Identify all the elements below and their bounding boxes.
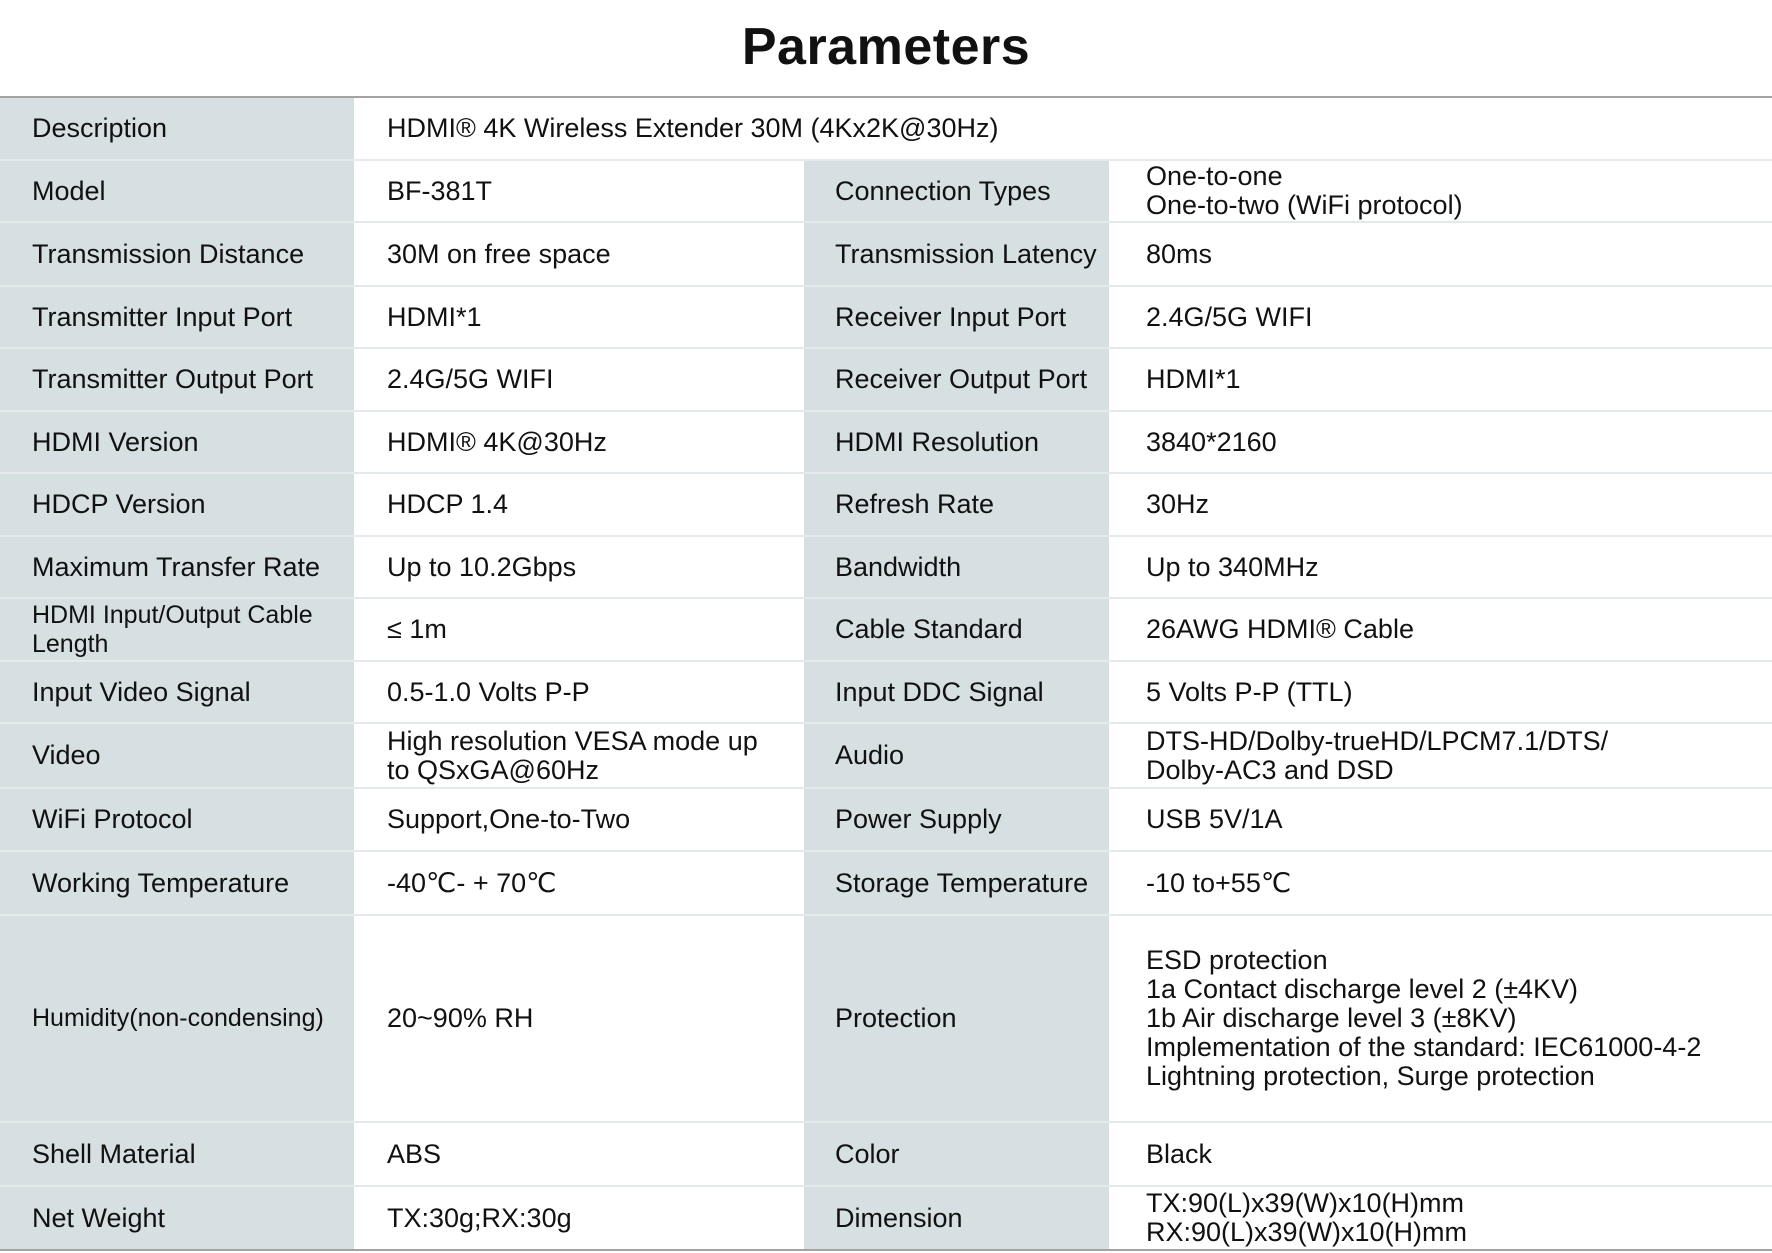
param-label: Color	[804, 1123, 1109, 1185]
table-row: Transmission Distance 30M on free space …	[0, 223, 1772, 287]
param-label: Maximum Transfer Rate	[0, 537, 354, 597]
table-row: Input Video Signal 0.5-1.0 Volts P-P Inp…	[0, 662, 1772, 724]
param-label: HDCP Version	[0, 474, 354, 535]
param-label: Storage Temperature	[804, 852, 1109, 914]
param-label: Transmitter Input Port	[0, 287, 354, 347]
param-value: -10 to+55℃	[1109, 852, 1772, 914]
param-label: Connection Types	[804, 161, 1109, 221]
param-value: -40℃- + 70℃	[354, 852, 804, 914]
param-value: One-to-one One-to-two (WiFi protocol)	[1109, 161, 1772, 221]
param-value: 26AWG HDMI® Cable	[1109, 599, 1772, 660]
param-value: HDMI® 4K@30Hz	[354, 412, 804, 472]
table-row: Maximum Transfer Rate Up to 10.2Gbps Ban…	[0, 537, 1772, 599]
page-title: Parameters	[741, 18, 1031, 76]
param-label: Power Supply	[804, 789, 1109, 850]
table-row: HDMI Version HDMI® 4K@30Hz HDMI Resoluti…	[0, 412, 1772, 474]
param-value: 2.4G/5G WIFI	[1109, 287, 1772, 347]
table-row: Humidity(non-condensing) 20~90% RH Prote…	[0, 916, 1772, 1123]
param-value: TX:30g;RX:30g	[354, 1187, 804, 1249]
param-label: Receiver Output Port	[804, 349, 1109, 410]
param-value: HDMI*1	[354, 287, 804, 347]
table-row: HDMI Input/Output Cable Length ≤ 1m Cabl…	[0, 599, 1772, 662]
param-label: Model	[0, 161, 354, 221]
param-value: 3840*2160	[1109, 412, 1772, 472]
param-label: Input DDC Signal	[804, 662, 1109, 722]
table-row: HDCP Version HDCP 1.4 Refresh Rate 30Hz	[0, 474, 1772, 537]
table-row: Model BF-381T Connection Types One-to-on…	[0, 161, 1772, 223]
table-row: Shell Material ABS Color Black	[0, 1123, 1772, 1187]
param-label: Receiver Input Port	[804, 287, 1109, 347]
param-value: BF-381T	[354, 161, 804, 221]
param-value: Black	[1109, 1123, 1772, 1185]
param-value: USB 5V/1A	[1109, 789, 1772, 850]
table-row: Transmitter Input Port HDMI*1 Receiver I…	[0, 287, 1772, 349]
param-label: HDMI Version	[0, 412, 354, 472]
param-value: 5 Volts P-P (TTL)	[1109, 662, 1772, 722]
param-value: 30M on free space	[354, 223, 804, 285]
param-label: Dimension	[804, 1187, 1109, 1249]
param-value: Up to 10.2Gbps	[354, 537, 804, 597]
param-label: Video	[0, 724, 354, 787]
param-value: HDCP 1.4	[354, 474, 804, 535]
param-label: Humidity(non-condensing)	[0, 916, 354, 1121]
param-value: DTS-HD/Dolby-trueHD/LPCM7.1/DTS/ Dolby-A…	[1109, 724, 1772, 787]
param-label: Transmitter Output Port	[0, 349, 354, 410]
param-label: Working Temperature	[0, 852, 354, 914]
param-value: 30Hz	[1109, 474, 1772, 535]
param-label: Transmission Latency	[804, 223, 1109, 285]
param-value: 0.5-1.0 Volts P-P	[354, 662, 804, 722]
param-value: 80ms	[1109, 223, 1772, 285]
param-label: HDMI Input/Output Cable Length	[0, 599, 354, 660]
param-value: ABS	[354, 1123, 804, 1185]
param-label: WiFi Protocol	[0, 789, 354, 850]
param-value: TX:90(L)x39(W)x10(H)mm RX:90(L)x39(W)x10…	[1109, 1187, 1772, 1249]
param-value: HDMI*1	[1109, 349, 1772, 410]
param-label: Shell Material	[0, 1123, 354, 1185]
table-row: Video High resolution VESA mode up to QS…	[0, 724, 1772, 789]
param-label: Cable Standard	[804, 599, 1109, 660]
parameters-table: Description HDMI® 4K Wireless Extender 3…	[0, 96, 1772, 1251]
param-label: Protection	[804, 916, 1109, 1121]
param-value: 20~90% RH	[354, 916, 804, 1121]
param-value: High resolution VESA mode up to QSxGA@60…	[354, 724, 804, 787]
param-value: Support,One-to-Two	[354, 789, 804, 850]
table-row: Working Temperature -40℃- + 70℃ Storage …	[0, 852, 1772, 916]
table-row: Transmitter Output Port 2.4G/5G WIFI Rec…	[0, 349, 1772, 412]
param-label: Refresh Rate	[804, 474, 1109, 535]
param-label: Audio	[804, 724, 1109, 787]
param-label: Input Video Signal	[0, 662, 354, 722]
table-row: WiFi Protocol Support,One-to-Two Power S…	[0, 789, 1772, 852]
table-row-description: Description HDMI® 4K Wireless Extender 3…	[0, 98, 1772, 161]
param-label: Net Weight	[0, 1187, 354, 1249]
param-value: 2.4G/5G WIFI	[354, 349, 804, 410]
param-value: ESD protection 1a Contact discharge leve…	[1109, 916, 1772, 1121]
param-label: HDMI Resolution	[804, 412, 1109, 472]
param-value: Up to 340MHz	[1109, 537, 1772, 597]
label-description: Description	[0, 98, 354, 159]
param-label: Transmission Distance	[0, 223, 354, 285]
value-description: HDMI® 4K Wireless Extender 30M (4Kx2K@30…	[354, 98, 1772, 159]
param-value: ≤ 1m	[354, 599, 804, 660]
table-row: Net Weight TX:30g;RX:30g Dimension TX:90…	[0, 1187, 1772, 1249]
param-label: Bandwidth	[804, 537, 1109, 597]
